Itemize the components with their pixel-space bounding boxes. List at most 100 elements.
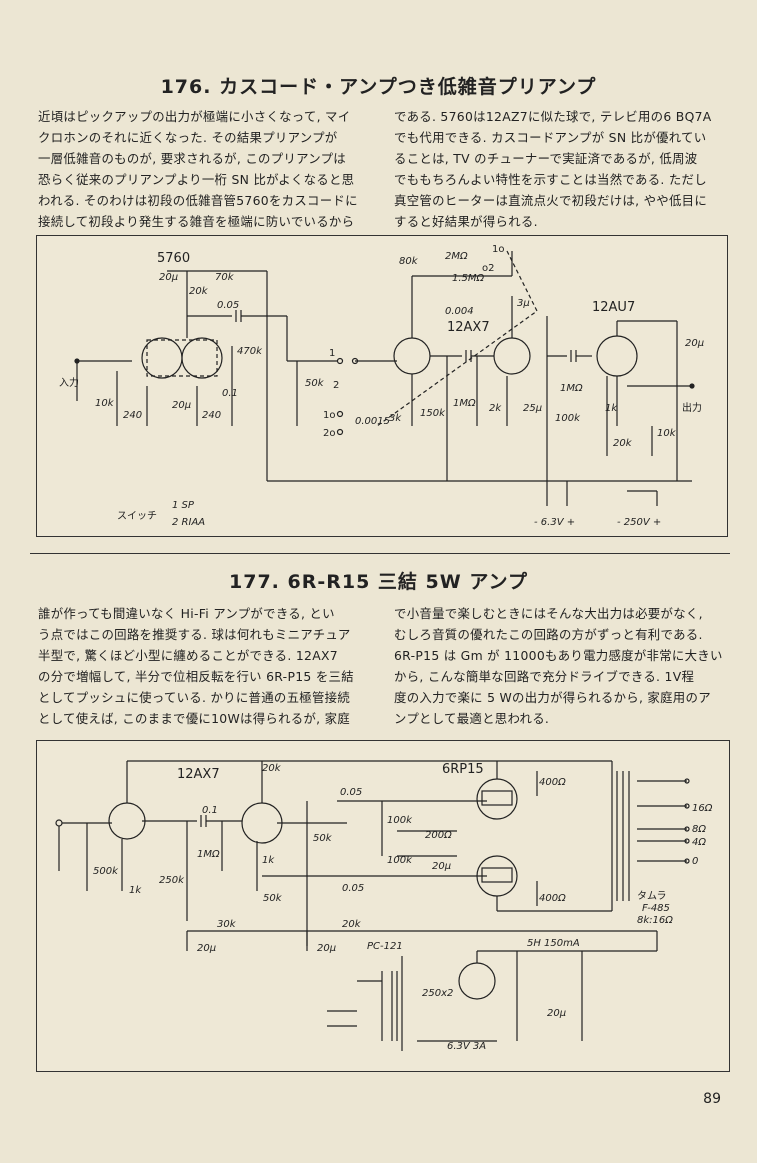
tap-label: 0 <box>692 856 698 867</box>
component-label: 500k <box>93 866 119 877</box>
text-line: でも代用できる. カスコードアンプが SN 比が優れてい <box>394 130 707 145</box>
transformer-label: F-485 <box>642 903 670 914</box>
text-line: である. 5760は12AZ7に似た球で, テレビ用の6 BQ7A <box>394 109 712 124</box>
component-label: 240 <box>202 410 221 421</box>
tap-label: 16Ω <box>692 803 713 814</box>
text-line: 6R-P15 は Gm が 11000もあり電力感度が非常に大きい <box>394 648 723 663</box>
component-label: 20k <box>613 438 633 449</box>
component-label: 1MΩ <box>197 849 220 860</box>
component-label: 400Ω <box>539 893 566 904</box>
component-label: 1k <box>129 885 142 896</box>
heater-label: 6.3V 3A <box>447 1041 486 1052</box>
text-line: 一層低雑音のものが, 要求されるが, このプリアンプは <box>38 151 346 166</box>
component-label: 240 <box>123 410 142 421</box>
component-label: 20k <box>262 763 282 774</box>
component-label: 30k <box>217 919 237 930</box>
supply-label: - 250V + <box>617 517 661 528</box>
choke-label: 5H 150mA <box>527 938 580 949</box>
component-label: 470k <box>237 346 263 357</box>
text-line: 半型で, 驚くほど小型に纏めることができる. 12AX7 <box>38 648 338 663</box>
switch-pos: o2 <box>482 263 494 274</box>
component-label: 50k <box>263 893 283 904</box>
component-label: 20μ <box>172 400 191 411</box>
component-label: 400Ω <box>539 777 566 788</box>
component-label: 150k <box>420 408 446 419</box>
component-label: 20μ <box>197 943 216 954</box>
supply-label: - 6.3V + <box>534 517 575 528</box>
switch-pos: 2o <box>323 428 335 439</box>
component-label: 20μ <box>432 861 451 872</box>
component-label: 70k <box>215 272 235 283</box>
component-label: 1k <box>605 403 618 414</box>
text-line: クロホンのそれに近くなった. その結果プリアンプが <box>38 130 338 145</box>
component-label: 20k <box>189 286 209 297</box>
text-line: ンプとして最適と思われる. <box>394 711 550 726</box>
component-label: 2k <box>489 403 502 414</box>
component-label: 1MΩ <box>453 398 476 409</box>
tube-label: 5760 <box>157 251 190 266</box>
switch-pos: 1 <box>329 348 335 359</box>
component-label: 10k <box>95 398 115 409</box>
tube-label: 12AX7 <box>447 320 490 335</box>
text-line: 接続して初段より発生する雑音を極端に防いでいるから <box>38 214 355 229</box>
component-label: 0.0015 <box>355 416 390 427</box>
component-label: 10k <box>657 428 677 439</box>
component-label: 100k <box>387 815 413 826</box>
component-label: 50k <box>305 378 325 389</box>
transformer-label: PC-121 <box>367 941 403 952</box>
component-label: 0.05 <box>342 883 364 894</box>
text-line: 度の入力で楽に 5 Wの出力が得られるから, 家庭用のア <box>394 690 711 705</box>
page-number: 89 <box>703 1091 721 1107</box>
component-label: 0.1 <box>202 805 218 816</box>
text-line: の分で増幅して, 半分で位相反転を行い 6R-P15 を三結 <box>38 669 354 684</box>
component-label: 0.05 <box>217 300 239 311</box>
section-divider <box>30 553 730 554</box>
text-line: 誰が作っても間違いなく Hi-Fi アンプができる, とい <box>38 606 335 621</box>
component-label: 0.004 <box>445 306 474 317</box>
component-label: 20μ <box>685 338 704 349</box>
component-label: 100k <box>387 855 413 866</box>
switch-pos: 1o <box>492 244 504 255</box>
text-line: ることは, TV のチューナーで実証済であるが, 低周波 <box>394 151 698 166</box>
schematic-177-drawing: 12AX7 6RP15 20k 0.1 0.05 400Ω 100k 200Ω … <box>55 760 713 1052</box>
text-line: う点ではこの回路を推奨する. 球は何れもミニアチュア <box>38 627 351 642</box>
switch-caption: スイッチ <box>117 510 157 522</box>
component-label: 0.1 <box>222 388 238 399</box>
switch-pos: 1o <box>323 410 335 421</box>
schematic-177: 12AX7 6RP15 20k 0.1 0.05 400Ω 100k 200Ω … <box>36 740 730 1072</box>
component-label: 80k <box>399 256 419 267</box>
tube-label: 6RP15 <box>442 762 484 777</box>
text-line: として使えば, このままで優に10Wは得られるが, 家庭 <box>38 711 351 726</box>
tap-label: 8Ω <box>692 824 706 835</box>
schematic-176-drawing: 5760 12AX7 12AU7 20μ 20k 70k 0.05 470k 0… <box>59 244 704 528</box>
text-line: 近頃はピックアップの出力が極端に小さくなって, マイ <box>38 109 351 124</box>
tube-label: 12AX7 <box>177 767 220 782</box>
component-label: 0.05 <box>340 787 362 798</box>
component-label: 1.5MΩ <box>452 273 485 284</box>
component-label: 20μ <box>547 1008 566 1019</box>
transformer-label: タムラ <box>637 890 667 902</box>
component-label: 2MΩ <box>445 251 468 262</box>
text-line: から, こんな簡単な回路で充分ドライブできる. 1V程 <box>394 669 695 684</box>
output-label: 出力 <box>682 401 702 414</box>
text-line: むしろ音質の優れたこの回路の方がずっと有利である. <box>394 627 703 642</box>
text-line: で小音量で楽しむときにはそんな大出力は必要がなく, <box>394 606 703 621</box>
tap-label: 4Ω <box>692 837 706 848</box>
text-line: でももちろんよい特性を示すことは当然である. ただし <box>394 172 707 187</box>
component-label: 3k <box>389 413 402 424</box>
component-label: 50k <box>313 833 333 844</box>
component-label: 25μ <box>523 403 542 414</box>
component-label: 20k <box>342 919 362 930</box>
component-label: 1MΩ <box>560 383 583 394</box>
switch-pos: 2 <box>333 380 339 391</box>
component-label: 入力 <box>59 376 79 389</box>
text-line: われる. そのわけは初段の低雑音管5760をカスコードに <box>38 193 358 208</box>
component-label: 20μ <box>159 272 178 283</box>
component-label: 250k <box>159 875 185 886</box>
schematic-176: 5760 12AX7 12AU7 20μ 20k 70k 0.05 470k 0… <box>36 235 728 537</box>
tube-label: 12AU7 <box>592 300 635 315</box>
text-line: すると好結果が得られる. <box>394 214 538 229</box>
component-label: 3μ <box>517 298 530 309</box>
text-line: としてプッシュに使っている. かりに普通の五極管接続 <box>38 690 351 705</box>
